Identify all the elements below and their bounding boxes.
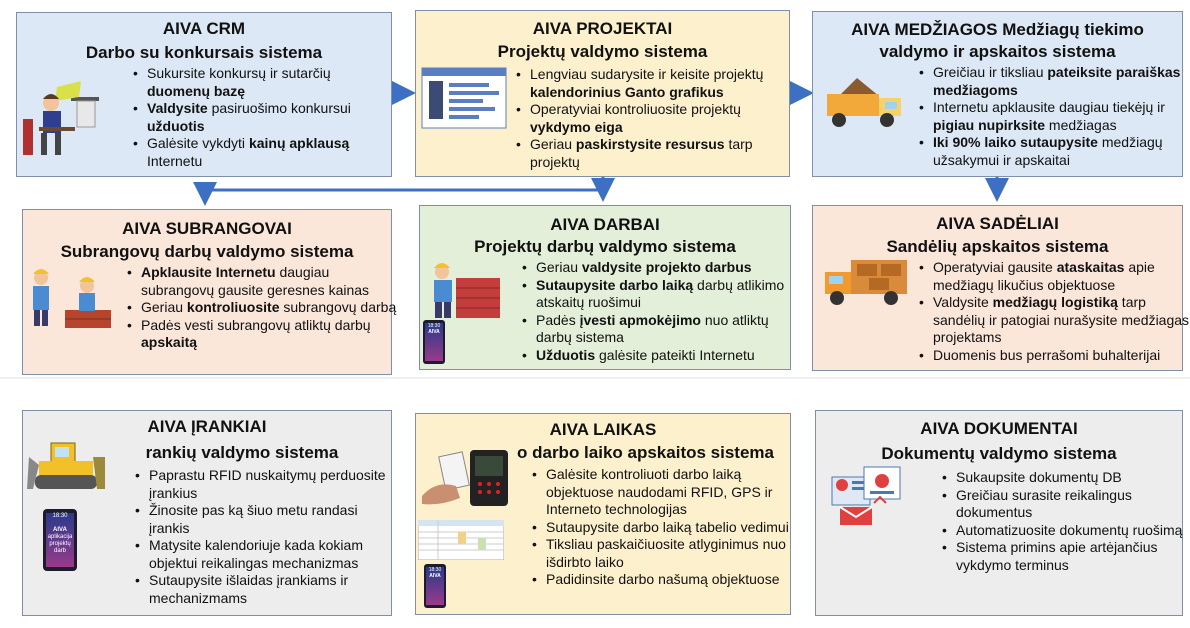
list-item: Operatyviai kontroliuosite projektų vykd… [516, 101, 800, 136]
module-subtitle: o darbo laiko apskaitos sistema [517, 443, 774, 462]
list-item: Sutaupysite išlaidas įrankiams ir mechan… [135, 572, 399, 607]
module-subtitle: Subrangovų darbų valdymo sistema [60, 242, 354, 261]
list-item: Sutaupysite darbo laiką tabelio vedimui [532, 519, 801, 537]
list-item: Lengviau sudarysite ir keisite projektų … [516, 66, 800, 101]
list-item: Tiksliau paskaičiuosite atlyginimus nuo … [532, 536, 801, 571]
phone-app-name: AIVA [429, 573, 441, 579]
construction-workers-illustration-icon [33, 269, 111, 328]
module-projektai: AIVA PROJEKTAI Projektų valdymo sistema … [415, 10, 790, 177]
bricklayer-illustration-icon [434, 263, 500, 318]
phone-app-name: AIVA [428, 329, 440, 335]
module-title: AIVA LAIKAS [549, 420, 657, 439]
list-item: Matysite kalendoriuje kada kokiam objekt… [135, 537, 399, 572]
office-worker-illustration-icon [23, 81, 99, 155]
list-item: Geriau paskirstysite resursus tarp proje… [516, 136, 800, 171]
module-subtitle: Projektų valdymo sistema [497, 42, 708, 61]
list-item: Greičiau ir tiksliau pateiksite paraiška… [919, 64, 1190, 99]
module-subtitle: Sandėlių apskaitos sistema [886, 237, 1109, 256]
list-item: Žinosite pas ką šiuo metu randasi įranki… [135, 502, 399, 537]
gantt-chart-illustration-icon [421, 67, 507, 129]
module-irankiai: AIVA ĮRANKIAI rankių valdymo sistema 18:… [22, 410, 392, 616]
list-item: Internetu apklausite daugiau tiekėjų ir … [919, 99, 1190, 134]
list-item: Duomenis bus perrašomi buhalterijai [919, 347, 1190, 365]
module-subtitle: Projektų darbų valdymo sistema [474, 237, 736, 256]
smartphone-icon: 18:30 AIVA [423, 320, 445, 364]
module-title: AIVA DARBAI [550, 215, 660, 234]
phone-time: 18:30 [427, 323, 441, 329]
module-crm: AIVA CRM Darbo su konkursais sistema Suk… [16, 12, 392, 177]
list-item: Greičiau surasite reikalingus dokumentus [942, 487, 1186, 522]
list-item: Padės vesti subrangovų atliktų darbų aps… [127, 317, 401, 352]
module-title: AIVA PROJEKTAI [532, 19, 673, 38]
list-item: Sukaupsite dokumentų DB [942, 469, 1186, 487]
list-item: Valdysite medžiagų logistiką tarp sandėl… [919, 294, 1190, 347]
dump-truck-illustration-icon [827, 78, 901, 127]
list-item: Padidinsite darbo našumą objektuose [532, 571, 801, 589]
module-medziagos: AIVA MEDŽIAGOS Medžiagų tiekimo valdymo … [812, 11, 1183, 177]
list-item: Paprastu RFID nuskaitymų perduosite įran… [135, 467, 399, 502]
module-subtitle: valdymo ir apskaitos sistema [879, 42, 1116, 61]
module-subtitle: Darbo su konkursais sistema [85, 43, 323, 62]
phone-time: 18:30 [428, 567, 442, 573]
module-title: AIVA SADĖLIAI [936, 214, 1059, 233]
module-title: AIVA SUBRANGOVAI [122, 219, 292, 238]
module-darbai: AIVA DARBAI Projektų darbų valdymo siste… [419, 205, 791, 370]
list-item: Sutaupysite darbo laiką darbų atlikimo a… [522, 277, 801, 312]
module-items: Operatyviai gausite ataskaitas apie medž… [917, 259, 1190, 364]
module-title: AIVA DOKUMENTAI [920, 419, 1078, 438]
module-items: Sukursite konkursų ir sutarčių duomenų b… [131, 65, 397, 170]
module-items: Geriau valdysite projekto darbus Sutaupy… [520, 259, 801, 364]
module-items: Paprastu RFID nuskaitymų perduosite įran… [133, 467, 399, 607]
arrow-projektai-to-subrangovai [193, 177, 605, 206]
list-item: Valdysite pasiruošimo konkursui užduotis [133, 100, 397, 135]
list-item: Galėsite vykdyti kainų apklausą Internet… [133, 135, 397, 170]
phone-time: 18:30 [52, 513, 68, 519]
module-subtitle: Dokumentų valdymo sistema [881, 444, 1117, 463]
document-database-illustration-icon [831, 466, 901, 525]
module-items: Greičiau ir tiksliau pateiksite paraiška… [917, 64, 1190, 169]
module-items: Apklausite Internetu daugiau subrangovų … [125, 264, 401, 352]
phone-app-name: AIVA [53, 527, 67, 533]
rfid-card-reader-illustration-icon [422, 450, 508, 506]
module-title: AIVA ĮRANKIAI [147, 417, 267, 436]
timesheet-table-icon [418, 520, 504, 560]
module-title: AIVA MEDŽIAGOS Medžiagų tiekimo [851, 20, 1144, 39]
list-item: Operatyviai gausite ataskaitas apie medž… [919, 259, 1190, 294]
list-item: Automatizuosite dokumentų ruošimą [942, 522, 1186, 540]
module-title: AIVA CRM [162, 19, 246, 38]
module-laikas: AIVA LAIKAS o darbo laiko apskaitos sist… [415, 413, 791, 615]
module-dokumentai: AIVA DOKUMENTAI Dokumentų valdymo sistem… [815, 410, 1183, 616]
module-subrangovai: AIVA SUBRANGOVAI Subrangovų darbų valdym… [22, 209, 396, 375]
list-item: Geriau valdysite projekto darbus [522, 259, 801, 277]
module-subtitle: rankių valdymo sistema [145, 443, 339, 462]
module-sandeliai: AIVA SADĖLIAI Sandėlių apskaitos sistema… [812, 205, 1189, 371]
bulldozer-illustration-icon [27, 442, 105, 489]
list-item: Sistema primins apie artėjančius vykdymo… [942, 539, 1186, 574]
list-item: Sukursite konkursų ir sutarčių duomenų b… [133, 65, 397, 100]
list-item: Padės įvesti apmokėjimo nuo atliktų darb… [522, 312, 801, 347]
module-items: Lengviau sudarysite ir keisite projektų … [514, 66, 800, 171]
smartphone-icon: 18:30 AIVA aplikacija projektų darb [43, 509, 77, 571]
list-item: Apklausite Internetu daugiau subrangovų … [127, 264, 401, 299]
module-items: Sukaupsite dokumentų DB Greičiau surasit… [940, 469, 1186, 574]
list-item: Geriau kontroliuosite subrangovų darbą [127, 299, 401, 317]
module-items: Galėsite kontroliuoti darbo laiką objekt… [530, 466, 801, 589]
list-item: Iki 90% laiko sutaupysite medžiagų užsak… [919, 134, 1190, 169]
delivery-truck-illustration-icon [825, 260, 907, 305]
smartphone-icon: 18:30 AIVA [424, 564, 446, 608]
list-item: Galėsite kontroliuoti darbo laiką objekt… [532, 466, 801, 519]
list-item: Užduotis galėsite pateikti Internetu [522, 347, 801, 365]
